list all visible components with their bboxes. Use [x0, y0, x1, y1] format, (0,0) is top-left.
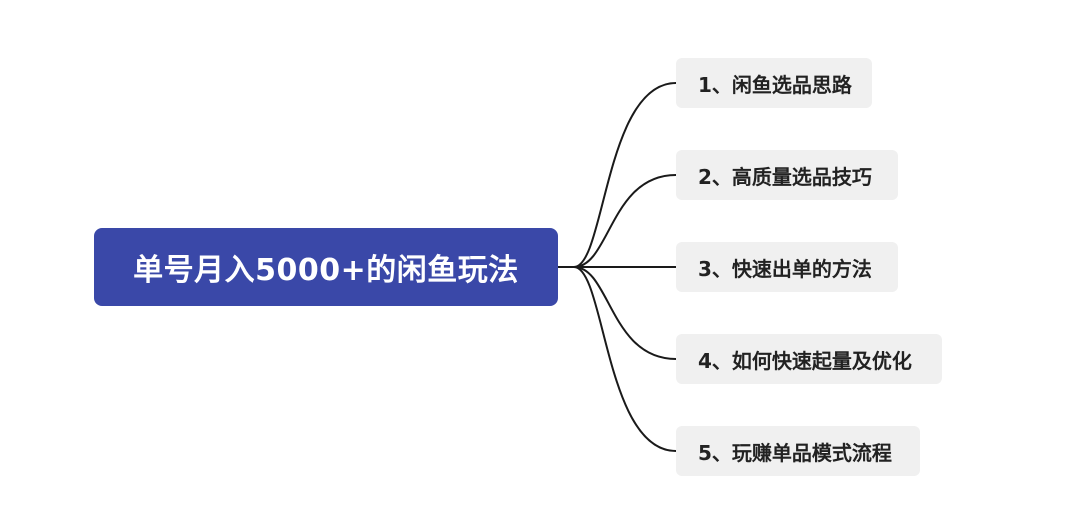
branch-topic-2[interactable]: 2、高质量选品技巧: [676, 150, 898, 200]
branch-topic-label: 3、快速出单的方法: [698, 256, 872, 281]
root-topic[interactable]: 单号月入5000+的闲鱼玩法: [94, 228, 558, 306]
branch-topic-5[interactable]: 5、玩赚单品模式流程: [676, 426, 920, 476]
root-topic-label: 单号月入5000+的闲鱼玩法: [133, 253, 519, 288]
branch-topic-label: 1、闲鱼选品思路: [698, 72, 852, 97]
branch-topic-4[interactable]: 4、如何快速起量及优化: [676, 334, 942, 384]
connector-line-5: [573, 266, 677, 452]
connector-line-1: [558, 82, 677, 268]
connector-line-2: [573, 174, 677, 268]
branch-topic-label: 2、高质量选品技巧: [698, 164, 872, 189]
branch-topic-1[interactable]: 1、闲鱼选品思路: [676, 58, 872, 108]
branch-topic-label: 5、玩赚单品模式流程: [698, 440, 892, 465]
connector-line-4: [573, 266, 677, 360]
branch-topic-label: 4、如何快速起量及优化: [698, 348, 912, 373]
branch-topic-3[interactable]: 3、快速出单的方法: [676, 242, 898, 292]
